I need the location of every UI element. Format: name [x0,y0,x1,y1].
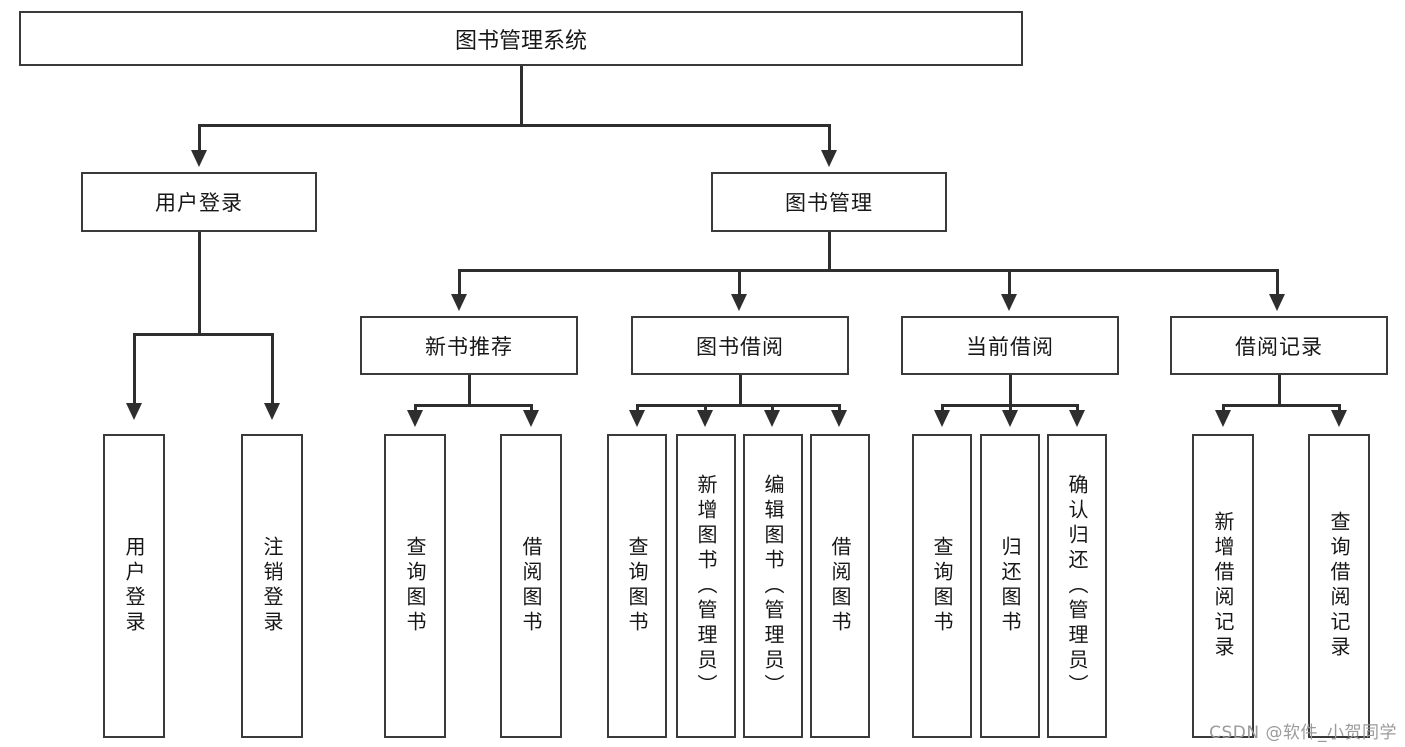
edge-current-borrow-drop-3 [1076,404,1079,412]
node-label: 用户登录 [122,536,146,636]
node-label: 借阅记录 [1235,334,1323,359]
edge-book-mgmt-drop-1 [458,269,461,296]
node-label: 新增图书（管理员） [694,473,718,699]
edge-book-borrow-drop-2 [704,404,707,412]
node-label: 图书管理系统 [454,28,587,54]
edge-book-mgmt-stem [828,232,831,271]
node-label: 查询图书 [625,536,649,636]
leaf-borrow-book[interactable]: 借阅图书 [810,434,870,738]
edge-current-borrow-drop-2 [1009,404,1012,412]
arrow-to-borrow-record [1269,294,1285,311]
edge-root-to-user-login [198,124,201,152]
edge-book-borrow-bar [636,404,840,407]
arrow-to-current-borrow [1001,294,1017,311]
edge-new-book-drop-2 [530,404,533,412]
edge-book-borrow-stem [739,375,742,406]
leaf-return-book[interactable]: 归还图书 [980,434,1040,738]
edge-root-bar [198,124,831,127]
edge-user-login-stem [198,232,201,334]
node-label: 查询图书 [930,536,954,636]
arrow-to-leaf-query-record [1331,410,1347,427]
leaf-query-book-current[interactable]: 查询图书 [912,434,972,738]
node-root-system[interactable]: 图书管理系统 [19,11,1023,66]
node-label: 图书管理 [785,191,873,215]
edge-borrow-record-stem [1278,375,1281,406]
node-label: 新增借阅记录 [1211,511,1235,661]
edge-book-borrow-drop-4 [838,404,841,412]
edge-new-book-bar [414,404,532,407]
edge-root-to-book-mgmt [828,124,831,152]
node-book-borrow[interactable]: 图书借阅 [631,316,849,375]
node-borrow-record[interactable]: 借阅记录 [1170,316,1388,375]
node-label: 图书借阅 [696,334,784,359]
arrow-to-leaf-borrow-book-2 [831,410,847,427]
node-label: 编辑图书（管理员） [761,473,785,699]
node-new-book-recommend[interactable]: 新书推荐 [360,316,578,375]
leaf-borrow-book-recommend[interactable]: 借阅图书 [500,434,562,738]
leaf-add-borrow-record[interactable]: 新增借阅记录 [1192,434,1254,738]
edge-user-login-drop-1 [133,333,136,405]
arrow-to-leaf-query-book-3 [934,410,950,427]
node-label: 归还图书 [998,536,1022,636]
csdn-watermark: CSDN @软件_小贺同学 [1209,723,1397,743]
edge-borrow-record-bar [1222,404,1340,407]
node-book-management[interactable]: 图书管理 [711,172,947,232]
edge-book-mgmt-bar [458,269,1278,272]
arrow-root-to-user-login [191,150,207,167]
arrow-to-leaf-logout [264,403,280,420]
arrow-to-book-borrow [731,294,747,311]
leaf-query-book-recommend[interactable]: 查询图书 [384,434,446,738]
edge-user-login-drop-2 [271,333,274,405]
leaf-query-book-borrow[interactable]: 查询图书 [607,434,667,738]
node-label: 借阅图书 [828,536,852,636]
node-label: 用户登录 [155,191,243,215]
arrow-to-leaf-add-book [697,410,713,427]
arrow-to-new-book-recommend [451,294,467,311]
edge-user-login-bar [133,333,273,336]
arrow-root-to-book-mgmt [821,150,837,167]
leaf-confirm-return[interactable]: 确认归还（管理员） [1047,434,1107,738]
arrow-to-leaf-borrow-book-1 [523,410,539,427]
arrow-to-leaf-add-record [1215,410,1231,427]
node-label: 注销登录 [260,536,284,636]
node-label: 确认归还（管理员） [1065,473,1089,699]
edge-book-mgmt-drop-4 [1276,269,1279,296]
leaf-logout[interactable]: 注销登录 [241,434,303,738]
edge-book-borrow-drop-1 [636,404,639,412]
edge-book-mgmt-drop-3 [1008,269,1011,296]
arrow-to-leaf-confirm-return [1069,410,1085,427]
node-current-borrow[interactable]: 当前借阅 [901,316,1119,375]
leaf-query-borrow-record[interactable]: 查询借阅记录 [1308,434,1370,738]
edge-current-borrow-stem [1009,375,1012,406]
arrow-to-leaf-query-book-1 [407,410,423,427]
arrow-to-leaf-edit-book [764,410,780,427]
leaf-user-login[interactable]: 用户登录 [103,434,165,738]
node-label: 当前借阅 [966,334,1054,359]
node-user-login[interactable]: 用户登录 [81,172,317,232]
leaf-edit-book[interactable]: 编辑图书（管理员） [743,434,803,738]
node-label: 查询图书 [403,536,427,636]
leaf-add-book[interactable]: 新增图书（管理员） [676,434,736,738]
edge-book-mgmt-drop-2 [738,269,741,296]
edge-book-borrow-drop-3 [771,404,774,412]
edge-new-book-drop-1 [414,404,417,412]
node-label: 借阅图书 [519,536,543,636]
edge-borrow-record-drop-2 [1338,404,1341,412]
edge-root-stem [520,66,523,125]
node-label: 查询借阅记录 [1327,511,1351,661]
edge-current-borrow-drop-1 [941,404,944,412]
edge-new-book-stem [468,375,471,406]
arrow-to-leaf-return-book [1002,410,1018,427]
node-label: 新书推荐 [425,334,513,359]
arrow-to-leaf-user-login [126,403,142,420]
edge-borrow-record-drop-1 [1222,404,1225,412]
arrow-to-leaf-query-book-2 [629,410,645,427]
